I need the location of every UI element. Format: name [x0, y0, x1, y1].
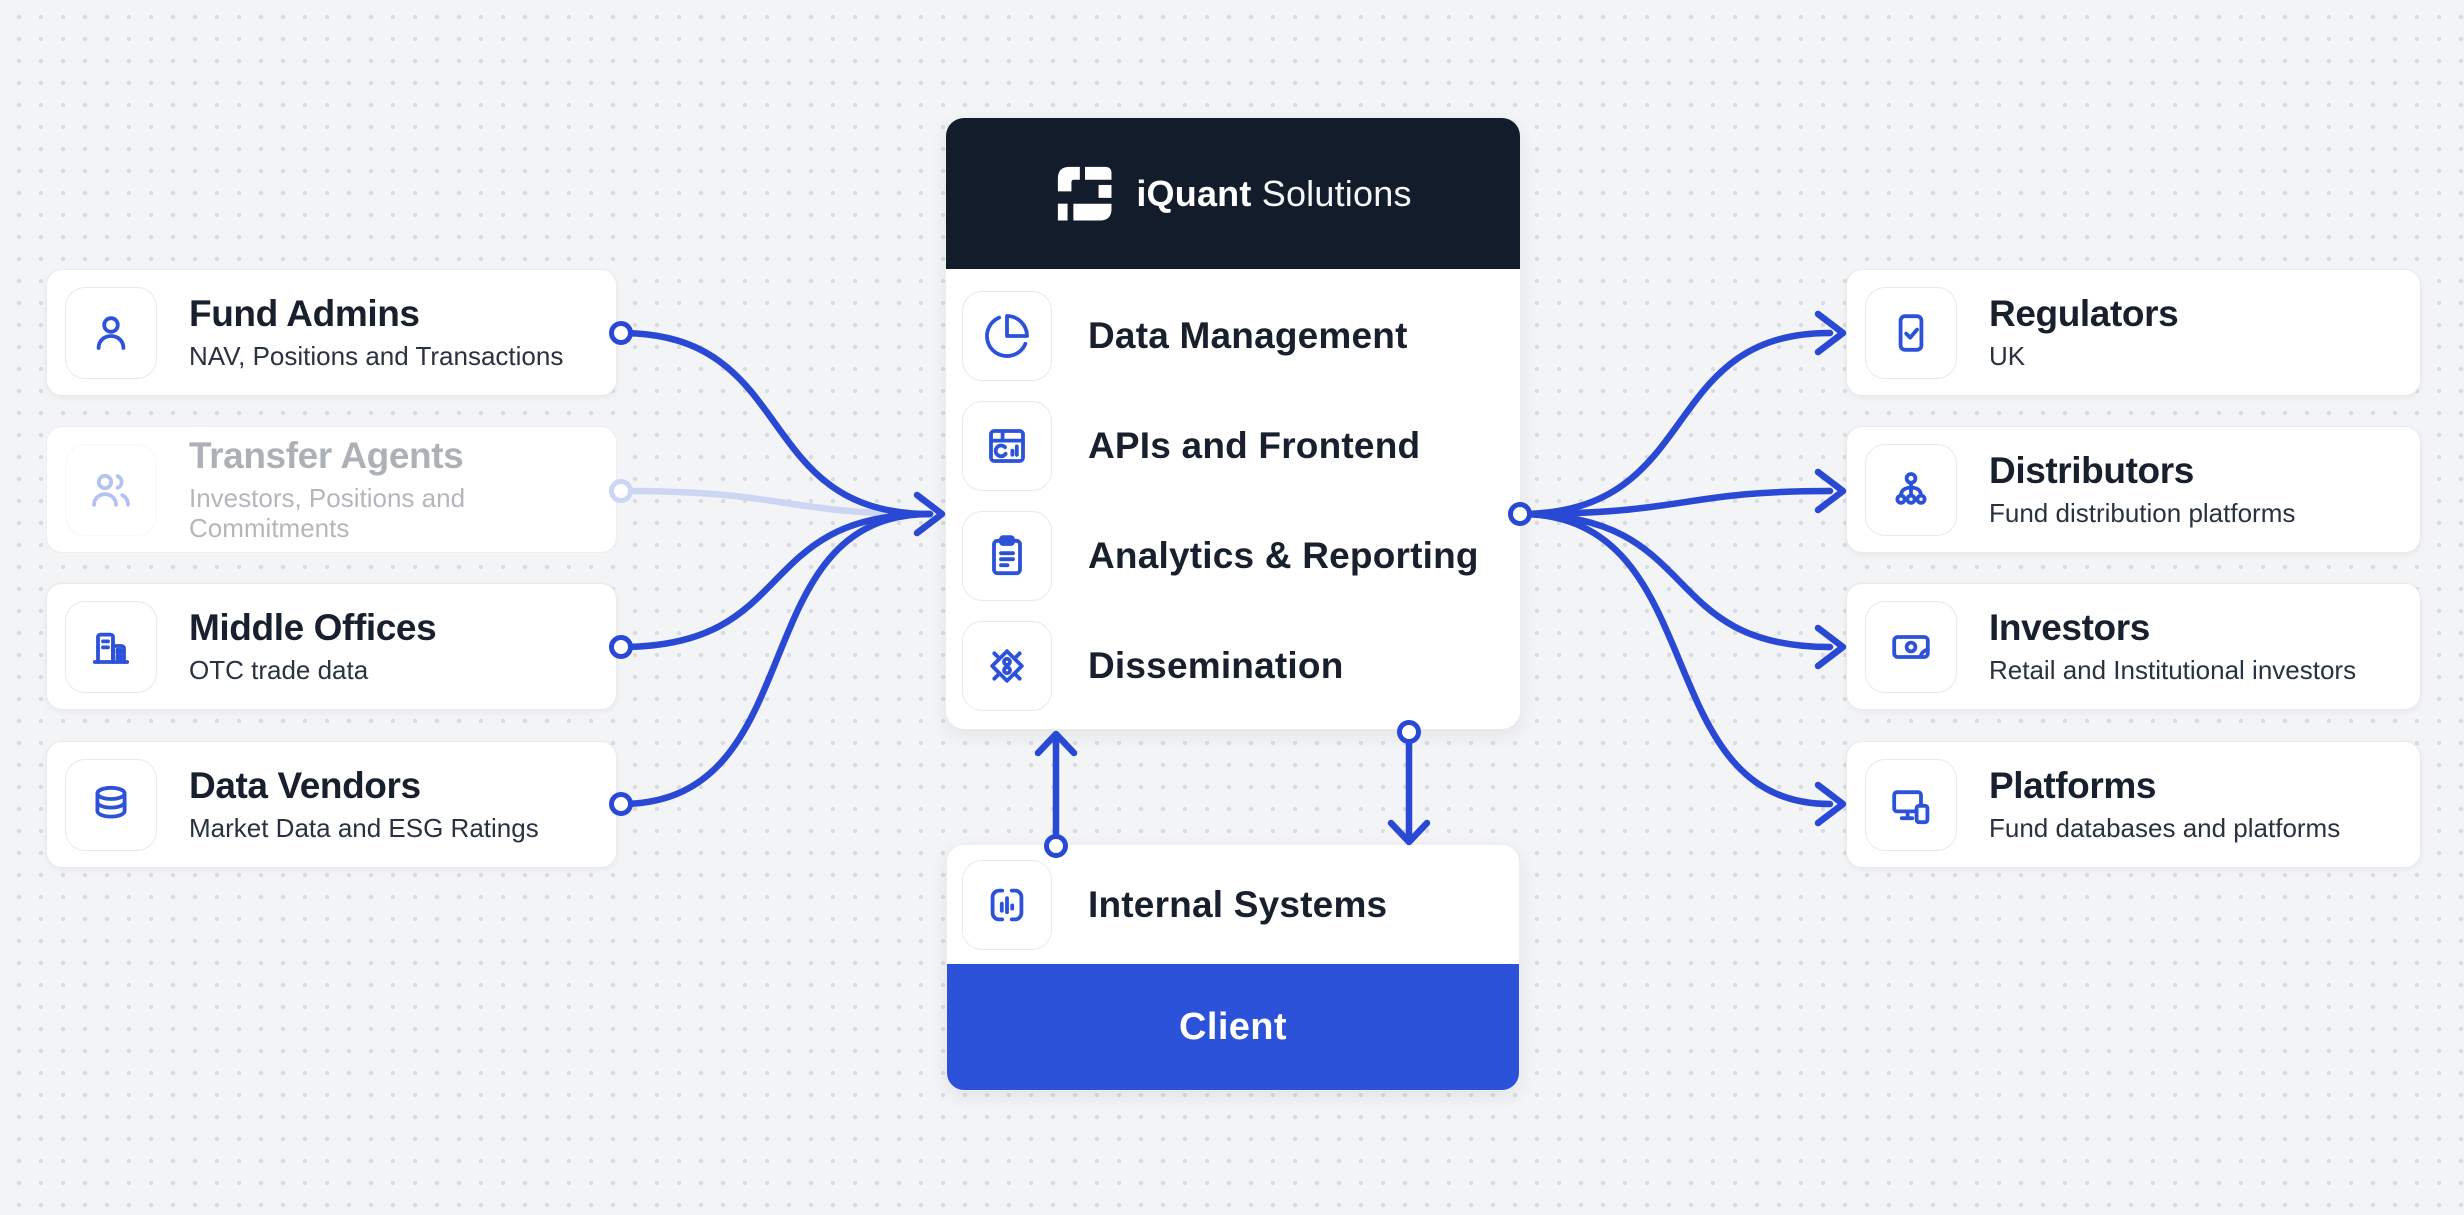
card-platforms: Platforms Fund databases and platforms — [1846, 741, 2421, 868]
building-icon — [65, 600, 157, 693]
devices-icon — [1865, 758, 1957, 851]
list-item-label: Internal Systems — [1088, 884, 1388, 925]
list-item-label: APIs and Frontend — [1088, 425, 1421, 466]
edge-middle-offices — [617, 510, 934, 651]
card-title: Investors — [1989, 607, 2150, 649]
card-title: Transfer Agents — [189, 435, 464, 477]
banknote-icon — [1865, 600, 1957, 693]
client-label: Client — [1179, 1005, 1287, 1048]
card-data-vendors: Data Vendors Market Data and ESG Ratings — [46, 741, 617, 868]
pie-chart-icon — [962, 291, 1052, 381]
edge-transfer-agents — [617, 487, 934, 518]
edge-investors — [1516, 510, 1834, 651]
card-subtitle: Fund databases and platforms — [1989, 812, 2341, 843]
brand-name-light: Solutions — [1261, 172, 1412, 214]
list-item-label: Data Management — [1088, 315, 1408, 356]
users-icon — [65, 443, 157, 536]
arrowhead-down — [1387, 819, 1431, 846]
card-title: Regulators — [1989, 293, 2179, 335]
brand-name-bold: iQuant — [1136, 172, 1252, 214]
database-icon — [65, 758, 157, 851]
card-subtitle: OTC trade data — [189, 654, 369, 685]
clipboard-icon — [962, 511, 1052, 601]
edge-platforms — [1516, 510, 1834, 808]
list-item-label: Analytics & Reporting — [1088, 535, 1479, 576]
card-subtitle: NAV, Positions and Transactions — [189, 340, 564, 371]
card-transfer-agents: Transfer Agents Investors, Positions and… — [46, 426, 617, 553]
arrowhead-into-center — [913, 491, 946, 537]
user-icon — [65, 286, 157, 379]
chip-icon — [962, 621, 1052, 711]
edge-regulators — [1516, 329, 1834, 518]
list-item-dissemination: Dissemination — [946, 611, 1520, 721]
card-middle-offices: Middle Offices OTC trade data — [46, 583, 617, 710]
card-subtitle: UK — [1989, 340, 2026, 371]
card-title: Platforms — [1989, 765, 2157, 807]
check-document-icon — [1865, 286, 1957, 379]
edge-fund-admins — [617, 329, 934, 518]
list-item-internal-systems: Internal Systems — [947, 845, 1519, 965]
brand-name: iQuant Solutions — [1136, 173, 1411, 215]
arrowhead-platforms — [1814, 781, 1847, 827]
client-bar: Client — [947, 964, 1519, 1090]
brand-header: iQuant Solutions — [946, 118, 1520, 269]
arrowhead-regulators — [1814, 310, 1847, 356]
edge-distributors — [1516, 487, 1834, 518]
list-item-data-management: Data Management — [946, 281, 1520, 391]
card-subtitle: Retail and Institutional investors — [1989, 654, 2357, 685]
hierarchy-icon — [1865, 443, 1957, 536]
card-title: Fund Admins — [189, 293, 420, 335]
arrowhead-investors — [1814, 624, 1847, 670]
card-investors: Investors Retail and Institutional inves… — [1846, 583, 2421, 710]
iquant-logo-icon — [1058, 166, 1112, 220]
arrowhead-up — [1034, 730, 1078, 757]
card-title: Data Vendors — [189, 765, 421, 807]
internal-systems-card: Internal Systems Client — [946, 844, 1520, 1091]
card-title: Middle Offices — [189, 607, 437, 649]
card-fund-admins: Fund Admins NAV, Positions and Transacti… — [46, 269, 617, 396]
card-subtitle: Market Data and ESG Ratings — [189, 812, 539, 843]
card-title: Distributors — [1989, 450, 2194, 492]
card-subtitle: Investors, Positions and Commitments — [189, 482, 466, 543]
capability-list: Data Management APIs and Frontend — [946, 269, 1520, 721]
card-distributors: Distributors Fund distribution platforms — [1846, 426, 2421, 553]
list-item-label: Dissemination — [1088, 645, 1344, 686]
edge-data-vendors — [617, 510, 934, 808]
card-regulators: Regulators UK — [1846, 269, 2421, 396]
list-item-apis-frontend: APIs and Frontend — [946, 391, 1520, 501]
bar-chart-bracket-icon — [962, 860, 1052, 950]
list-item-analytics-reporting: Analytics & Reporting — [946, 501, 1520, 611]
dashboard-icon — [962, 401, 1052, 491]
iquant-platform-card: iQuant Solutions Data Management — [946, 118, 1520, 729]
card-subtitle: Fund distribution platforms — [1989, 497, 2296, 528]
arrowhead-distributors — [1814, 468, 1847, 514]
